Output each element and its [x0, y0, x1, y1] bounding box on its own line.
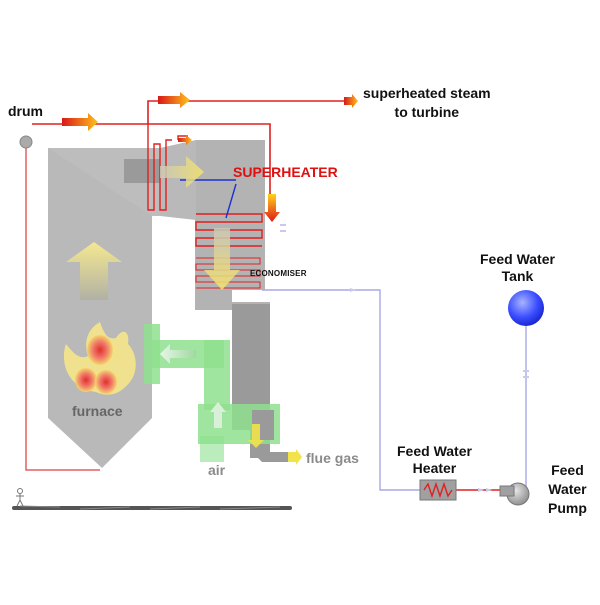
feed-water-pump-label: Feed Water Pump [548, 461, 587, 518]
feed-water-pump-line3: Pump [548, 500, 587, 516]
feed-water-heater-line2: Heater [412, 460, 457, 476]
superheated-steam-line2: to turbine [394, 104, 460, 120]
furnace-label: furnace [72, 403, 123, 419]
tank-icon [508, 290, 544, 326]
feed-water-tank-label: Feed Water Tank [480, 251, 555, 285]
flue-gas-label: flue gas [306, 450, 359, 466]
downcomer-pipe [25, 145, 100, 471]
feed-water-pump-line2: Water [548, 481, 587, 497]
flame-icon [63, 322, 136, 395]
pump-icon [499, 482, 530, 506]
feed-water-heater-label: Feed Water Heater [397, 443, 472, 477]
steam-pipe-top [147, 100, 350, 124]
superheated-steam-label: superheated steam to turbine [363, 84, 491, 122]
drum-label: drum [8, 103, 43, 119]
air-arrows [160, 344, 226, 428]
economiser-coil [195, 257, 261, 289]
air-label: air [208, 462, 226, 478]
drum-icon [19, 135, 33, 149]
feed-water-tank-line1: Feed Water [480, 251, 555, 267]
economiser-label: ECONOMISER [250, 269, 307, 278]
ground-line [12, 505, 292, 510]
flue-arrows [66, 156, 302, 465]
feed-water-pipe [262, 289, 420, 491]
hot-arrows [62, 92, 358, 222]
steam-pipe [32, 123, 271, 196]
flow-markers [280, 224, 529, 492]
feed-water-tank-line2: Tank [501, 268, 534, 284]
superheater-label: SUPERHEATER [233, 164, 338, 180]
heater-coil-icon [419, 479, 457, 501]
furnace-body [48, 148, 204, 468]
feed-water-pump-line1: Feed [551, 462, 584, 478]
superheated-steam-line1: superheated steam [363, 85, 491, 101]
person-icon [16, 488, 24, 507]
feed-water-heater-line1: Feed Water [397, 443, 472, 459]
